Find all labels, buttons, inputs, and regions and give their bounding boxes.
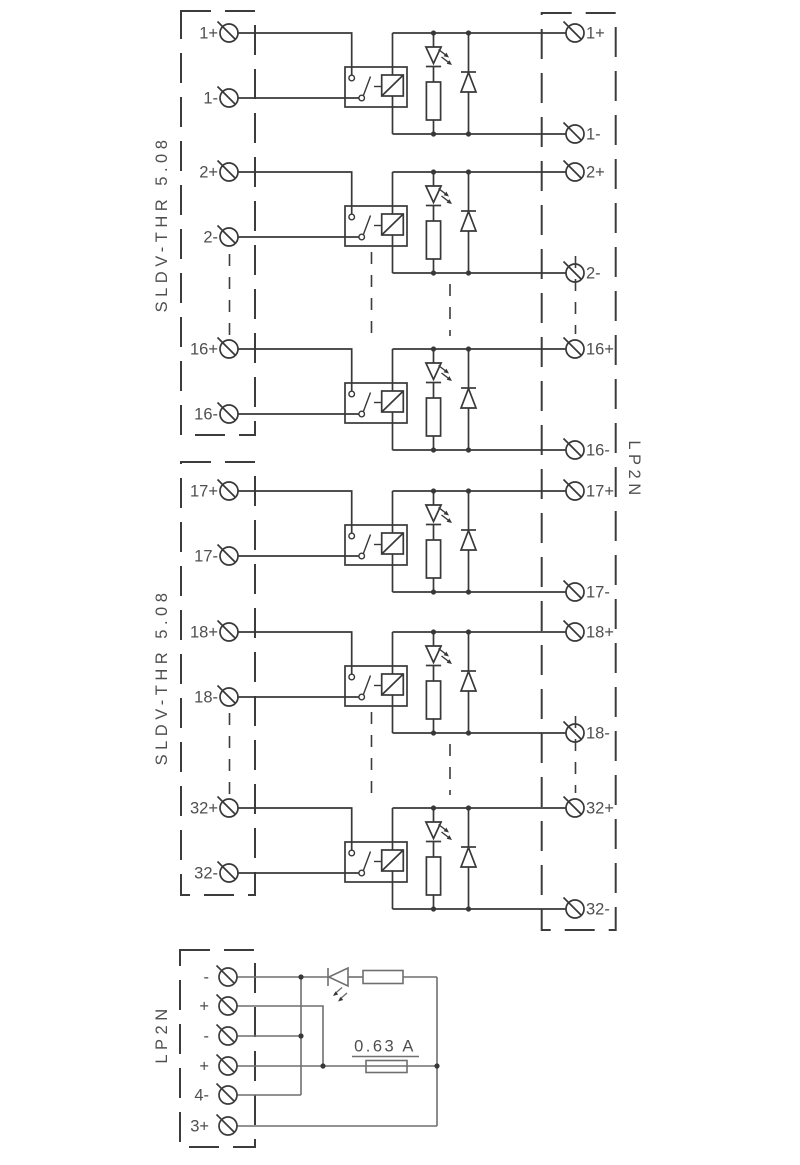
power-junction-dots xyxy=(298,974,440,1069)
power-terminal-label: + xyxy=(199,1058,209,1076)
right-terminal-label: 18- xyxy=(586,725,610,743)
relay-channel-1: 1+ 1- 1+ 1- xyxy=(199,20,605,144)
power-led-icon xyxy=(326,966,349,1001)
left-terminal-label: 1- xyxy=(203,90,218,108)
series-resistor-symbol xyxy=(362,969,404,985)
right-terminal-label: 17+ xyxy=(586,483,614,501)
left-terminal-label: 32+ xyxy=(190,800,218,818)
right-terminal-label: 2- xyxy=(586,265,601,283)
right-terminal-label: 17- xyxy=(586,584,610,602)
power-block-label: LP2N xyxy=(153,1004,171,1063)
right-terminal-label: 2+ xyxy=(586,164,605,182)
power-terminal-label: - xyxy=(204,1028,210,1046)
right-terminal-label: 16- xyxy=(586,442,610,460)
left-terminal-label: 16- xyxy=(194,406,218,424)
left-block-top-label: SLDV-THR 5.08 xyxy=(153,136,171,313)
left-terminal-label: 17+ xyxy=(190,483,218,501)
power-terminal-label: + xyxy=(199,998,209,1016)
relay-channel-16: 16+ 16- 16+ 16- xyxy=(190,336,614,460)
right-terminal-label: 1+ xyxy=(586,25,605,43)
left-terminal-block-bottom xyxy=(180,461,256,896)
relay-channel-32: 32+ 32- 32+ 32- xyxy=(190,795,614,919)
power-terminals xyxy=(215,964,238,1136)
power-terminal-label: - xyxy=(204,969,210,987)
left-terminal-label: 32- xyxy=(194,865,218,883)
relay-channel-18: 18+ 18- 18+ 18- xyxy=(190,619,614,743)
right-terminal-label: 16+ xyxy=(586,341,614,359)
right-terminal-block xyxy=(540,12,617,931)
left-terminal-label: 18- xyxy=(194,689,218,707)
right-terminal-label: 32+ xyxy=(586,800,614,818)
right-terminal-label: 1- xyxy=(586,126,601,144)
left-block-bottom-label: SLDV-THR 5.08 xyxy=(153,589,171,766)
fuse-rating-label: 0.63 A xyxy=(354,1038,416,1056)
left-terminal-label: 1+ xyxy=(199,25,218,43)
power-terminal-labels: - + - + 4- 3+ xyxy=(190,969,209,1136)
power-terminal-label: 4- xyxy=(194,1087,209,1105)
fuse-symbol xyxy=(365,1059,408,1074)
right-block-label: LP2N xyxy=(625,440,643,499)
left-terminal-label: 2- xyxy=(203,229,218,247)
continuation-dashes-bottom xyxy=(228,712,577,800)
power-terminal-label: 3+ xyxy=(190,1118,209,1136)
left-terminal-label: 16+ xyxy=(190,341,218,359)
continuation-dashes-top xyxy=(228,252,577,341)
right-terminal-label: 32- xyxy=(586,901,610,919)
left-terminal-label: 2+ xyxy=(199,164,218,182)
left-terminal-label: 17- xyxy=(194,548,218,566)
relay-channel-17: 17+ 17- 17+ 17- xyxy=(190,478,614,602)
power-terminal-block xyxy=(179,949,256,1148)
relay-channel-2: 2+ 2- 2+ 2- xyxy=(199,159,605,283)
left-terminal-block-top xyxy=(180,10,256,436)
left-terminal-label: 18+ xyxy=(190,624,218,642)
right-terminal-label: 18+ xyxy=(586,624,614,642)
